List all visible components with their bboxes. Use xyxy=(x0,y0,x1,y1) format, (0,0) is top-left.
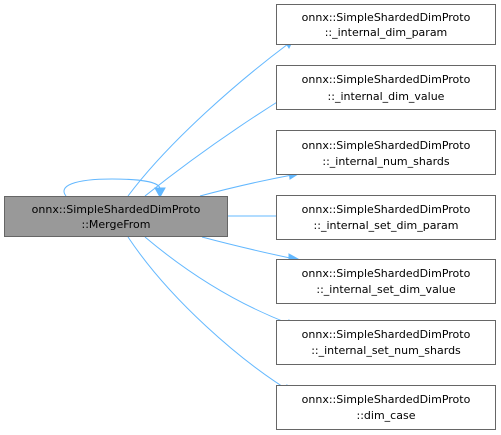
callee-node-label-line2: ::_internal_set_num_shards xyxy=(311,344,461,357)
callee-node-label-line1: onnx::SimpleShardedDimProto xyxy=(302,267,471,280)
callee-node-box xyxy=(276,130,496,175)
callee-node-box xyxy=(276,385,496,430)
callee-node-label-line2: ::_internal_set_dim_value xyxy=(316,283,455,296)
callee-node-internal-dim-param[interactable]: onnx::SimpleShardedDimProto ::_internal_… xyxy=(276,4,496,45)
callee-node-box xyxy=(276,4,496,45)
self-loop-edge xyxy=(63,178,161,197)
source-node-merge-from[interactable]: onnx::SimpleShardedDimProto ::MergeFrom xyxy=(4,196,228,237)
callee-node-internal-set-dim-value[interactable]: onnx::SimpleShardedDimProto ::_internal_… xyxy=(276,259,496,304)
callee-node-label-line1: onnx::SimpleShardedDimProto xyxy=(302,73,471,86)
source-node-box xyxy=(4,196,228,237)
edge-to-dim-case xyxy=(127,236,289,391)
edge-to-dim-value xyxy=(144,93,291,197)
edge-to-set-num-shards xyxy=(144,236,291,325)
callee-node-internal-num-shards[interactable]: onnx::SimpleShardedDimProto ::_internal_… xyxy=(276,130,496,175)
callee-node-dim-case[interactable]: onnx::SimpleShardedDimProto ::dim_case xyxy=(276,385,496,430)
callee-node-label-line1: onnx::SimpleShardedDimProto xyxy=(302,203,471,216)
callee-node-label-line2: ::_internal_set_dim_param xyxy=(314,219,459,232)
callee-nodes: onnx::SimpleShardedDimProto ::_internal_… xyxy=(276,4,496,430)
callee-node-box xyxy=(276,320,496,365)
callee-node-label-line1: onnx::SimpleShardedDimProto xyxy=(302,393,471,406)
callee-node-box xyxy=(276,259,496,304)
callee-node-box xyxy=(276,65,496,110)
source-node-label-line2: ::MergeFrom xyxy=(81,218,150,231)
callee-node-label-line1: onnx::SimpleShardedDimProto xyxy=(302,139,471,152)
callee-node-label-line2: ::_internal_num_shards xyxy=(322,155,450,168)
edge-to-num-shards xyxy=(199,174,293,197)
callee-node-label-line2: ::_internal_dim_param xyxy=(325,26,448,39)
callee-node-label-line1: onnx::SimpleShardedDimProto xyxy=(302,328,471,341)
callee-node-internal-set-num-shards[interactable]: onnx::SimpleShardedDimProto ::_internal_… xyxy=(276,320,496,365)
callee-node-internal-dim-value[interactable]: onnx::SimpleShardedDimProto ::_internal_… xyxy=(276,65,496,110)
callee-node-label-line1: onnx::SimpleShardedDimProto xyxy=(302,11,471,24)
callee-node-label-line2: ::dim_case xyxy=(357,409,416,422)
edge-to-set-dim-value xyxy=(201,236,291,259)
callee-node-label-line2: ::_internal_dim_value xyxy=(328,90,445,103)
edge-to-dim-param xyxy=(127,43,289,197)
callee-node-internal-set-dim-param[interactable]: onnx::SimpleShardedDimProto ::_internal_… xyxy=(276,195,496,240)
self-loop-arrowhead xyxy=(154,187,166,199)
callee-node-box xyxy=(276,195,496,240)
source-node-label-line1: onnx::SimpleShardedDimProto xyxy=(32,203,201,216)
